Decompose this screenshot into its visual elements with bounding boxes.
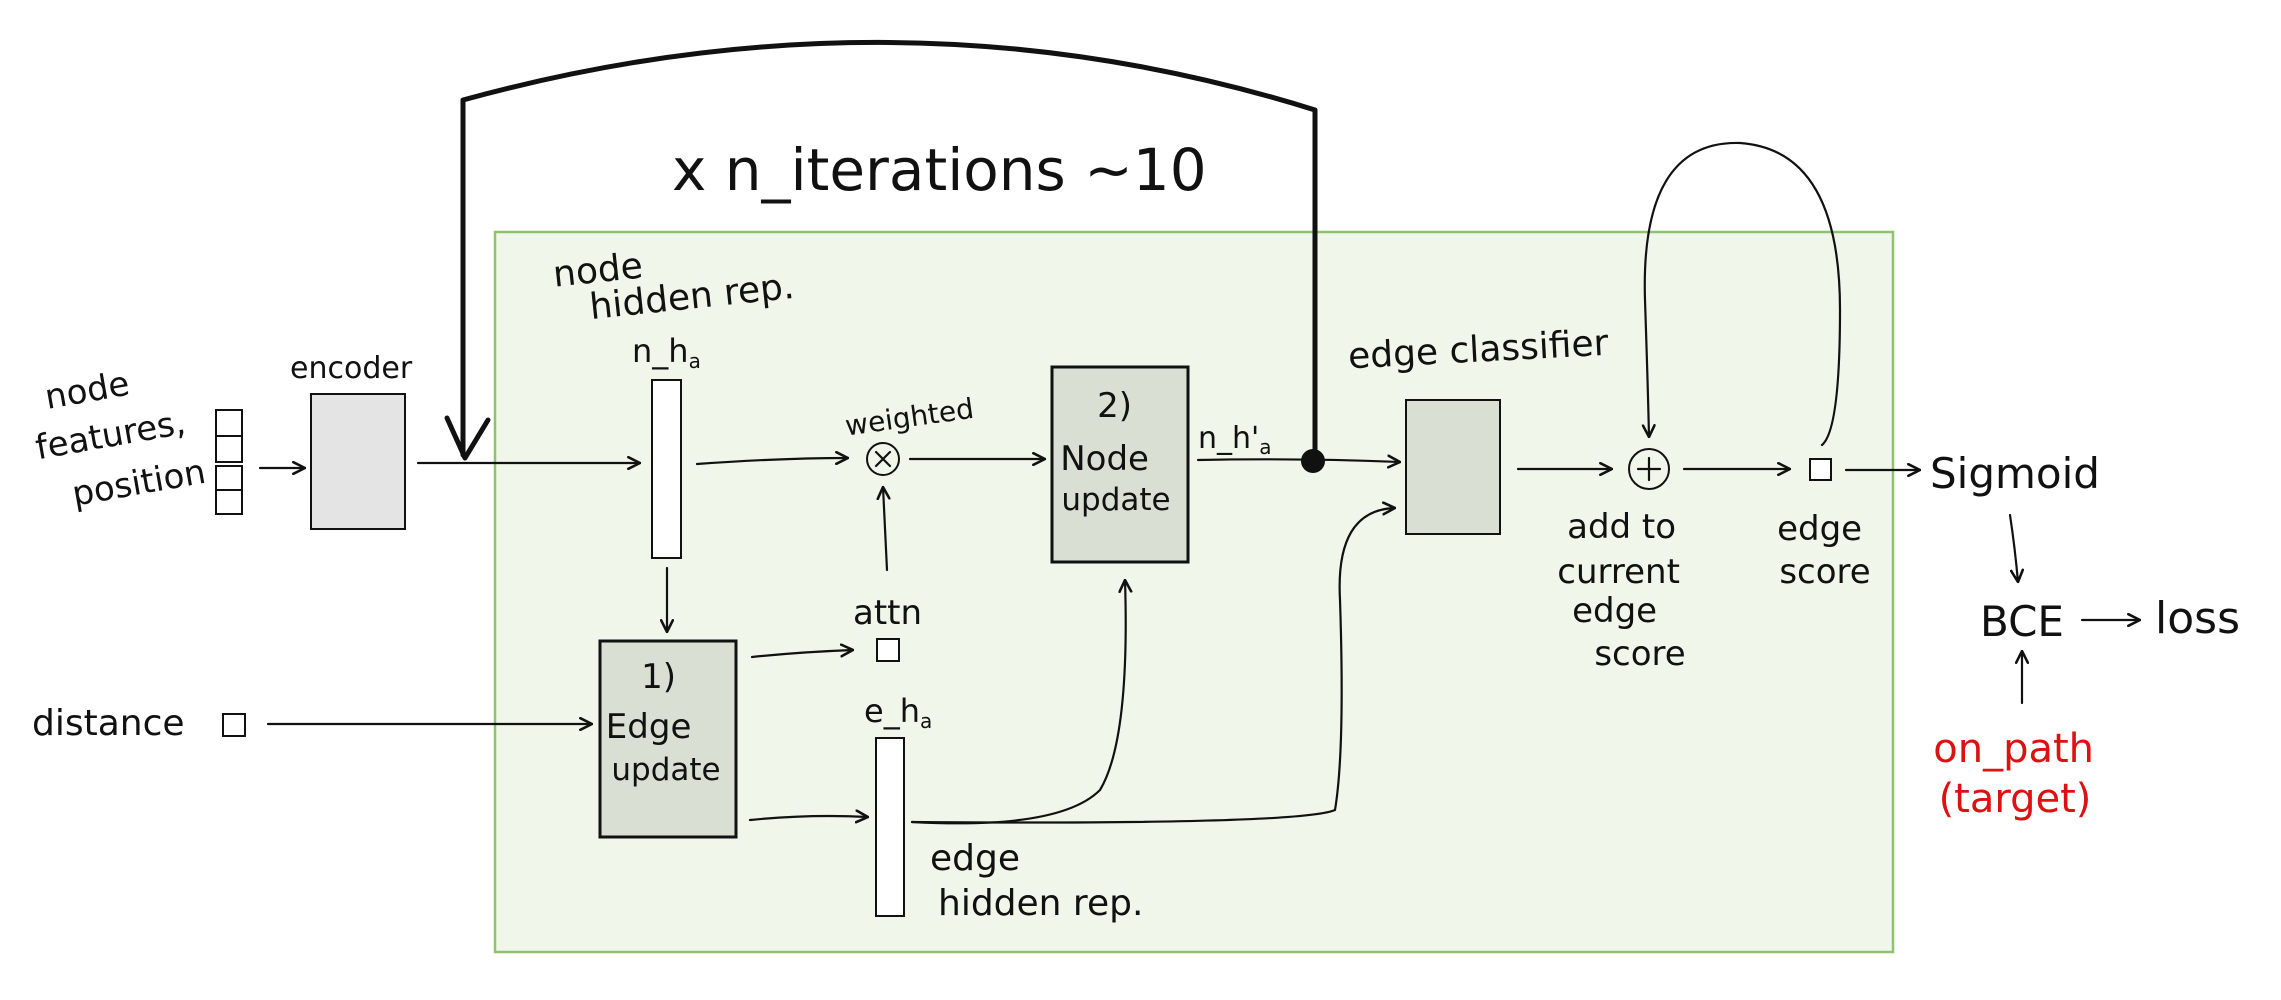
node-update-to-classifier-arrow: [1196, 459, 1400, 462]
attn-to-multiply-arrow: [883, 487, 887, 572]
edge-score-cell: [1809, 458, 1832, 481]
edge-score-feedback-arrow: [1645, 141, 1842, 447]
node-update-block: [1050, 365, 1190, 564]
n-h-label: n_ha: [632, 332, 701, 373]
n-h-prime-label: n_h'a: [1198, 421, 1272, 459]
node-update-label: 2) Node update: [1060, 386, 1170, 518]
attn-label: attn: [853, 593, 922, 633]
attn-cell: [876, 638, 900, 662]
encoder-label: encoder: [290, 351, 413, 386]
loop-junction-dot: [1301, 449, 1325, 473]
edge-update-block: [598, 639, 738, 839]
edge-classifier-block: [1405, 399, 1501, 535]
e-h-label: e_ha: [864, 692, 932, 733]
encoder-block: [310, 393, 406, 530]
iteration-loop-arrow: [460, 39, 1318, 463]
target-label: on_path (target): [1933, 726, 2106, 822]
distance-label: distance: [32, 703, 185, 744]
multiply-node: [866, 442, 900, 476]
add-node: [1628, 448, 1670, 490]
edge-score-label: edge score: [1777, 509, 1873, 592]
add-icon: [1636, 456, 1662, 482]
loop-label: x n_iterations ~10: [672, 136, 1207, 204]
iteration-panel: [493, 230, 1895, 954]
node-hidden-vector: [651, 379, 682, 559]
edge-update-to-attn-arrow: [750, 650, 853, 659]
loss-label: loss: [2155, 593, 2240, 644]
multiply-icon: [874, 450, 892, 468]
bce-label: BCE: [1980, 597, 2064, 646]
edge-update-label: 1) Edge update: [606, 657, 721, 788]
node-features-label: node features, position: [24, 353, 209, 519]
iteration-loop-arrowhead: [444, 415, 491, 461]
eh-to-classifier-arrow: [910, 508, 1395, 824]
add-to-current-edge-score-label: add to current edge score: [1557, 507, 1690, 674]
edge-update-to-eh-arrow: [748, 816, 868, 820]
sigmoid-to-bce-arrow: [2008, 513, 2018, 582]
edge-hidden-vector: [875, 737, 905, 917]
distance-cell: [222, 713, 246, 737]
edge-hidden-rep-label: edge hidden rep.: [930, 838, 1143, 924]
sigmoid-label: Sigmoid: [1930, 449, 2100, 498]
nh-to-weighted-arrow: [695, 458, 848, 466]
